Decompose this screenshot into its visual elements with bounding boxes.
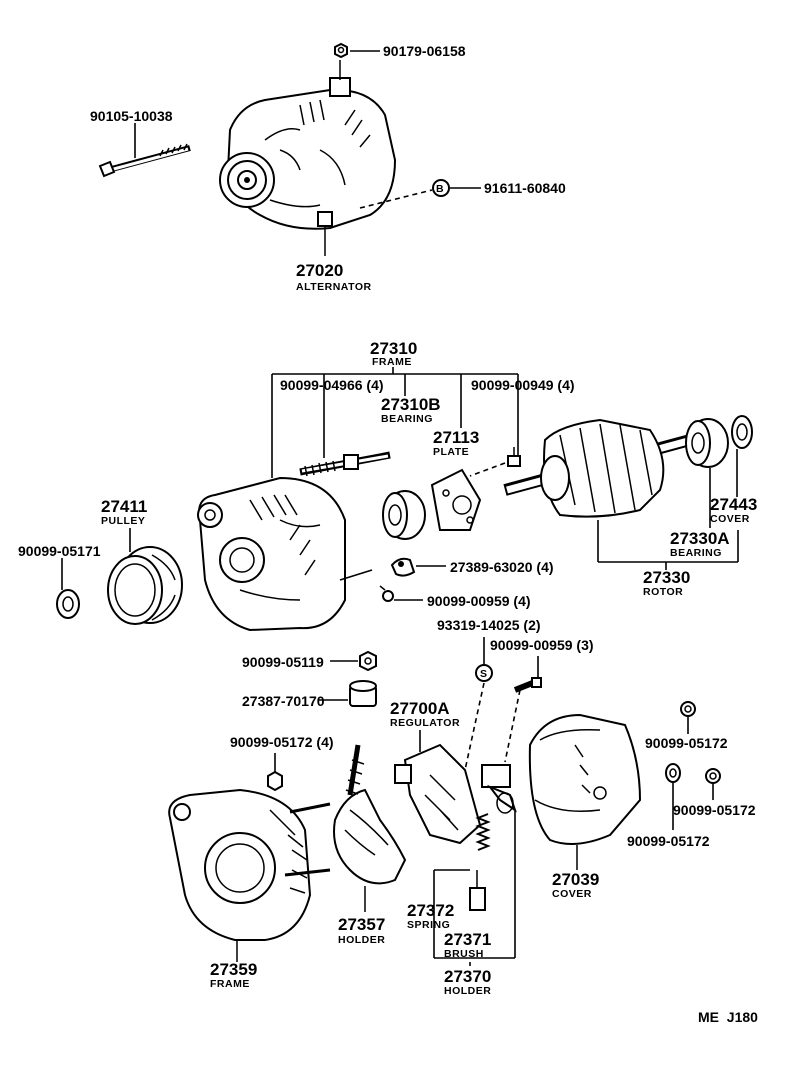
regulator-label: REGULATOR	[390, 717, 460, 729]
cover-27039-label: COVER	[552, 888, 592, 900]
frame-bottom-number: 27359	[210, 960, 257, 979]
callout-91611-60840: 91611-60840	[484, 180, 566, 196]
regulator-part	[394, 743, 517, 845]
alternator-number: 27020	[296, 261, 343, 280]
holder-27370-label: HOLDER	[444, 985, 491, 997]
screw-90099-00959-3-part	[513, 677, 542, 693]
bolt-90099-04966-part	[299, 451, 391, 477]
callout-90099-00949: 90099-00949 (4)	[471, 377, 575, 393]
bearing-27330a-number: 27330A	[670, 529, 730, 548]
callout-90099-05172-4: 90099-05172 (4)	[230, 734, 334, 750]
callout-90099-04966: 90099-04966 (4)	[280, 377, 384, 393]
pulley-number: 27411	[101, 497, 147, 516]
callout-90099-05172-c: 90099-05172	[627, 833, 710, 849]
callout-27389-63020: 27389-63020 (4)	[450, 559, 554, 575]
frame-top-number: 27310	[370, 339, 417, 358]
pulley-label: PULLEY	[101, 515, 145, 527]
rotor-number: 27330	[643, 568, 690, 587]
nut-90179-06158-part	[334, 42, 348, 59]
rotor-part	[503, 418, 692, 518]
rotor-label: ROTOR	[643, 586, 683, 598]
spring-label: SPRING	[407, 919, 450, 931]
plate-label: PLATE	[433, 446, 469, 458]
svg-text:B: B	[436, 183, 444, 195]
bolt-90105-10038-part	[98, 143, 191, 178]
brush-number: 27371	[444, 930, 491, 949]
nut-90099-05172-a-part	[680, 701, 696, 717]
screw-90099-00959-4-part	[379, 585, 394, 602]
rotor-bracket-lines	[597, 468, 739, 570]
nut-90099-05171-part	[56, 589, 80, 619]
callout-90179-06158: 90179-06158	[383, 43, 466, 59]
bearing-27310b-part	[382, 490, 426, 540]
spring-number: 27372	[407, 901, 454, 920]
document-code: ME J180	[698, 1009, 758, 1025]
b-symbol: B	[432, 179, 450, 197]
alternator-label: ALTERNATOR	[296, 281, 372, 293]
svg-text:S: S	[480, 668, 488, 680]
front-frame-part	[197, 476, 373, 632]
nut-90099-05119-part	[359, 650, 377, 672]
holder-27370-number: 27370	[444, 967, 491, 986]
brush-label: BRUSH	[444, 948, 484, 960]
callout-90099-05172-b: 90099-05172	[673, 802, 756, 818]
callout-27387-70170: 27387-70170	[242, 693, 325, 709]
frame-bottom-label: FRAME	[210, 978, 250, 990]
callout-90099-00959-3: 90099-00959 (3)	[490, 637, 594, 653]
rear-frame-part	[168, 788, 331, 962]
nut-90099-05172-b-part	[705, 768, 721, 784]
holder-27357-label: HOLDER	[338, 934, 385, 946]
cover-27443-part	[731, 415, 753, 449]
s-symbol: S	[475, 664, 493, 682]
callout-90099-05172-a: 90099-05172	[645, 735, 728, 751]
callout-90105-10038: 90105-10038	[90, 108, 173, 124]
callout-90099-05119: 90099-05119	[242, 654, 324, 670]
callout-93319-14025: 93319-14025 (2)	[437, 617, 541, 633]
bearing-27310b-number: 27310B	[381, 395, 441, 414]
plate-27113-part	[430, 468, 482, 531]
part-27389-63020	[390, 557, 416, 577]
holder-27357-part	[333, 744, 407, 912]
screw-90099-00949-part	[507, 447, 521, 467]
regulator-number: 27700A	[390, 699, 450, 718]
frame-bracket-lines	[271, 367, 519, 478]
bearing-27330a-label: BEARING	[670, 547, 722, 559]
holder-27357-number: 27357	[338, 915, 385, 934]
nut-90099-05172-small-part	[267, 770, 283, 792]
callout-90099-05171: 90099-05171	[18, 543, 101, 559]
cover-27443-label: COVER	[710, 513, 750, 525]
cover-27039-part	[528, 713, 642, 870]
cover-27039-number: 27039	[552, 870, 599, 889]
nut-90099-05172-c-part	[665, 763, 681, 783]
part-27387-70170	[349, 680, 377, 707]
spring-part	[475, 813, 491, 851]
plate-number: 27113	[433, 428, 479, 447]
bearing-27330a-part	[685, 418, 729, 468]
bearing-27310b-label: BEARING	[381, 413, 433, 425]
alternator-assembly	[219, 60, 397, 256]
brush-part	[469, 870, 486, 911]
frame-top-label: FRAME	[372, 356, 412, 368]
pulley-part	[107, 546, 183, 625]
holder-27370-bracket-lines	[433, 810, 516, 966]
cover-27443-number: 27443	[710, 495, 757, 514]
callout-90099-00959-4: 90099-00959 (4)	[427, 593, 531, 609]
